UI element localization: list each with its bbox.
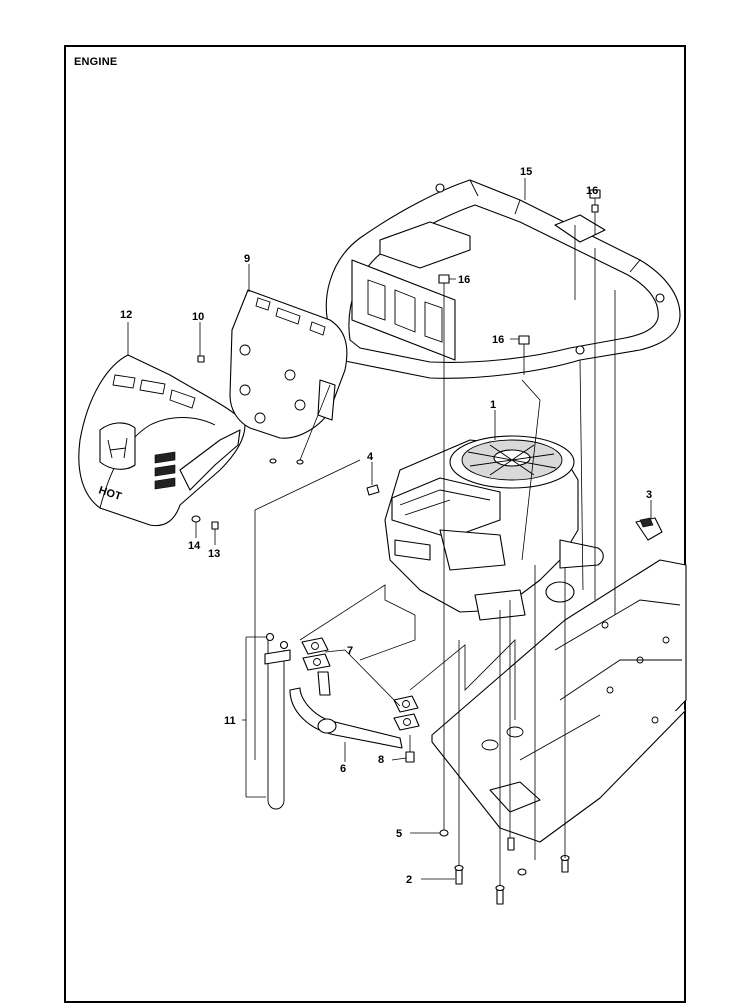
callout-14: 14 [188,540,201,552]
leader-lines [127,178,652,885]
callouts: 1 2 3 4 5 6 7 8 9 10 11 12 13 14 15 16 1… [120,166,652,886]
callout-10: 10 [192,311,204,323]
callout-16-top: 16 [586,185,598,197]
gasket-part [301,637,420,731]
page-title: ENGINE [74,56,118,68]
callout-8: 8 [378,754,384,766]
callout-6: 6 [340,763,346,775]
callout-12: 12 [120,309,132,321]
callout-7: 7 [347,645,353,657]
callout-11: 11 [224,715,236,727]
connector-part [635,517,663,541]
chassis-plate-part [431,559,687,843]
drawing-frame [64,45,686,1003]
front-frame-part [325,179,681,379]
callout-1: 1 [490,399,496,411]
exhaust-bracket-part [264,632,291,810]
callout-13: 13 [208,548,220,560]
engine-part [384,435,604,621]
callout-16-lower: 16 [492,334,504,346]
callout-5: 5 [396,828,402,840]
callout-4: 4 [367,451,374,463]
exhaust-pipe-part [289,671,403,749]
callout-3: 3 [646,489,652,501]
callout-9: 9 [244,253,250,265]
heat-shield-part [229,289,348,439]
callout-15: 15 [520,166,532,178]
callout-2: 2 [406,874,412,886]
hood-part: HOT [78,354,246,527]
callout-16-mid: 16 [458,274,470,286]
